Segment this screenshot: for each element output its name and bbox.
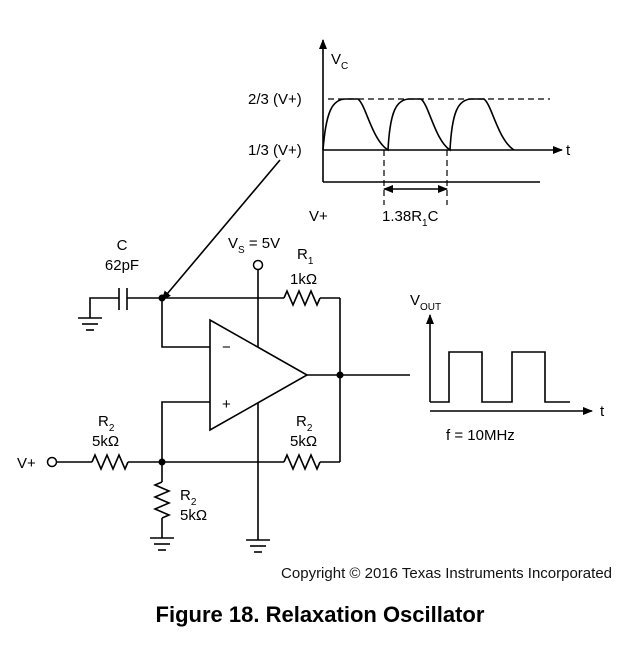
- r2-ground-resistor: [152, 481, 172, 519]
- op-amp-plus: +: [222, 396, 231, 413]
- divider-ground-symbol: [150, 537, 174, 551]
- vc-time-label: t: [566, 142, 571, 159]
- r1-name-label: R1: [297, 246, 314, 267]
- cap-name-label: C: [117, 237, 128, 254]
- frequency-label: f = 10MHz: [446, 427, 515, 444]
- vs-label: VS = 5V: [228, 235, 280, 256]
- r2-ground-value-label: 5kΩ: [180, 507, 207, 524]
- vplus-input-terminal: [46, 456, 58, 468]
- figure-caption: Figure 18. Relaxation Oscillator: [156, 602, 485, 627]
- opamp-ground-symbol: [246, 539, 270, 553]
- copyright-text: Copyright © 2016 Texas Instruments Incor…: [281, 565, 612, 582]
- r2-input-name-label: R2: [98, 413, 115, 434]
- r2-feedback-name-label: R2: [296, 413, 313, 434]
- vc-trace: [322, 98, 515, 152]
- vout-waveform: VOUT t f = 10MHz: [410, 292, 605, 444]
- vc-high-level-label: 2/3 (V+): [248, 91, 302, 108]
- r2-input-resistor: [91, 452, 129, 472]
- op-amp-minus: −: [222, 339, 231, 356]
- vplus-input-label: V+: [17, 455, 36, 472]
- r2-feedback-resistor: [283, 452, 321, 472]
- period-label: 1.38R1C: [382, 208, 439, 229]
- r2-input-value-label: 5kΩ: [92, 433, 119, 450]
- vout-axis-label: VOUT: [410, 292, 441, 313]
- op-amp-triangle: [209, 318, 309, 432]
- circuit: − + C: [17, 235, 410, 553]
- vout-time-label: t: [600, 403, 605, 420]
- cap-ground-symbol: [78, 317, 102, 331]
- pointer-arrow: [161, 159, 281, 301]
- non-inverting-input-wire: [161, 401, 210, 462]
- vc-waveform: VC 2/3 (V+) 1/3 (V+) t V+ 1.38R1C: [248, 39, 571, 229]
- vc-low-level-label: 1/3 (V+): [248, 142, 302, 159]
- cap-value-label: 62pF: [105, 257, 139, 274]
- vc-supply-label: V+: [309, 208, 328, 225]
- r2-feedback-value-label: 5kΩ: [290, 433, 317, 450]
- inverting-input-wire: [161, 298, 210, 348]
- r1-resistor: [283, 288, 321, 308]
- vc-axis-label: VC: [331, 51, 348, 72]
- r2-ground-name-label: R2: [180, 487, 197, 508]
- vout-trace: [430, 351, 570, 403]
- output-node-dot: [336, 371, 344, 379]
- vs-terminal: [252, 259, 264, 271]
- cap-left-wire: [89, 297, 119, 318]
- r1-value-label: 1kΩ: [290, 271, 317, 288]
